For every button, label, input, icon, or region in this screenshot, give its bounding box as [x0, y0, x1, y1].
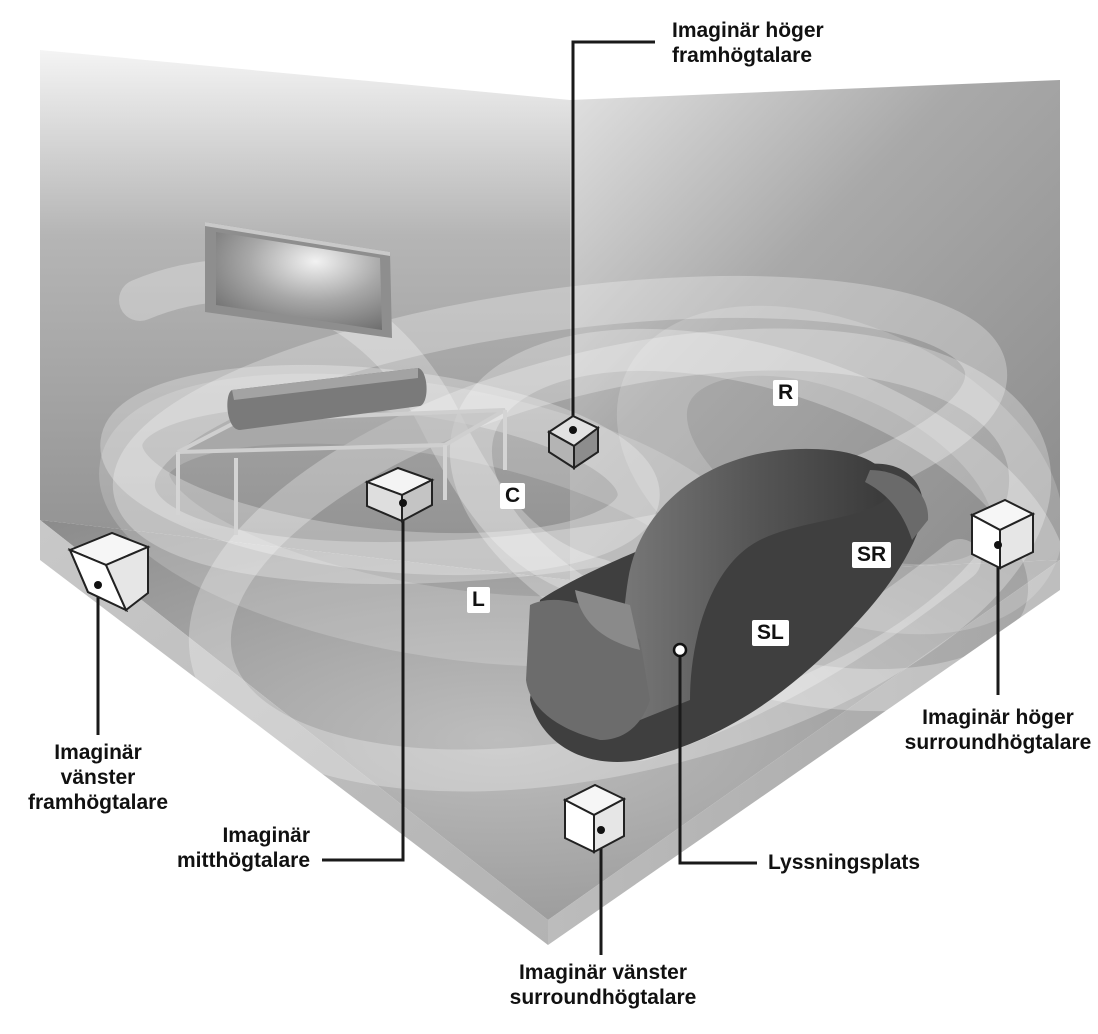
channel-tag-l: L — [467, 587, 490, 613]
sofa — [526, 448, 929, 762]
channel-tag-sr: SR — [852, 542, 892, 568]
label-front-left: Imaginär vänster framhögtalare — [27, 741, 169, 814]
channel-tag-sl: SL — [752, 620, 789, 646]
label-surround-right: Imaginär höger surroundhögtalare — [904, 706, 1092, 754]
channel-tag-r: R — [773, 380, 799, 406]
label-center: Imaginär mitthögtalare — [176, 824, 310, 872]
speaker-center-box — [364, 466, 435, 523]
right-wall — [570, 80, 1060, 580]
speaker-surround-left-box — [562, 783, 627, 854]
channel-tag-c: C — [500, 483, 526, 509]
soundbar — [227, 368, 427, 430]
floor-front-right — [548, 560, 1060, 945]
floor-front-left — [40, 520, 548, 945]
speaker-front-left-box — [67, 531, 151, 613]
label-front-right: Imaginär höger framhögtalare — [672, 19, 824, 67]
tv — [205, 222, 392, 338]
leader-lines — [96, 40, 1000, 955]
label-listening-position: Lyssningsplats — [768, 851, 921, 874]
speaker-front-right-box — [547, 414, 600, 470]
listening-position-marker — [672, 642, 688, 658]
label-surround-left: Imaginär vänster surroundhögtalare — [509, 961, 697, 1009]
speaker-surround-right-box — [969, 498, 1036, 570]
